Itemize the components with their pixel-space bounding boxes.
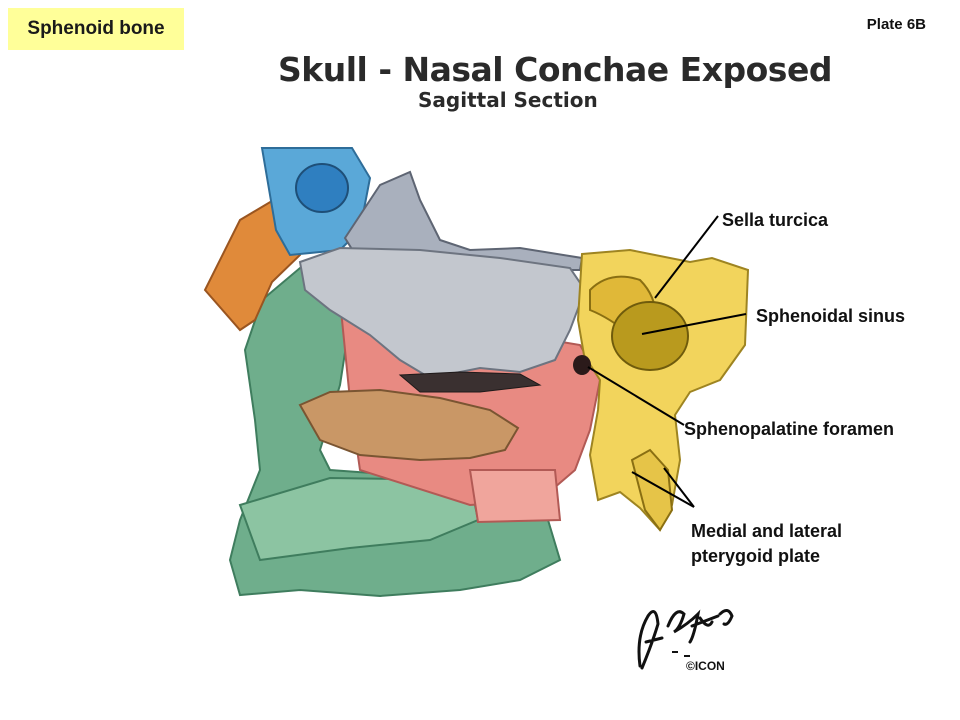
concha-shadow — [398, 371, 542, 393]
sphenopalatine-foramen — [573, 355, 591, 375]
middle-concha — [298, 246, 587, 380]
plate-number: Plate 6B — [866, 16, 926, 33]
palate-band — [238, 476, 480, 562]
leader-sphenopalatine — [587, 366, 685, 426]
topic-tag: Sphenoid bone — [8, 8, 184, 50]
page-title: Skull - Nasal Conchae Exposed — [278, 50, 832, 89]
label-sphenopalatine-foramen: Sphenopalatine foramen — [684, 419, 895, 439]
leader-sella-turcica — [654, 215, 719, 299]
label-sphenoidal-sinus: Sphenoidal sinus — [756, 306, 906, 326]
label-sella-turcica: Sella turcica — [722, 210, 829, 230]
leader-pterygoid-1 — [631, 471, 695, 508]
palatine-lower — [468, 469, 562, 524]
netter-signature: ©ICON — [637, 609, 734, 673]
inferior-concha — [298, 388, 520, 462]
frontal-sinus — [295, 163, 349, 213]
sphenoidal-sinus-shape — [611, 301, 689, 371]
label-pterygoid-line1: Medial and lateral — [691, 521, 843, 541]
label-pterygoid-line2: pterygoid plate — [691, 546, 821, 566]
svg-text:©ICON: ©ICON — [686, 659, 725, 673]
leader-pterygoid-2 — [663, 467, 695, 508]
leader-sphenoidal-sinus — [641, 313, 747, 335]
pterygoid-plates — [630, 448, 674, 532]
page-subtitle: Sagittal Section — [418, 88, 598, 112]
